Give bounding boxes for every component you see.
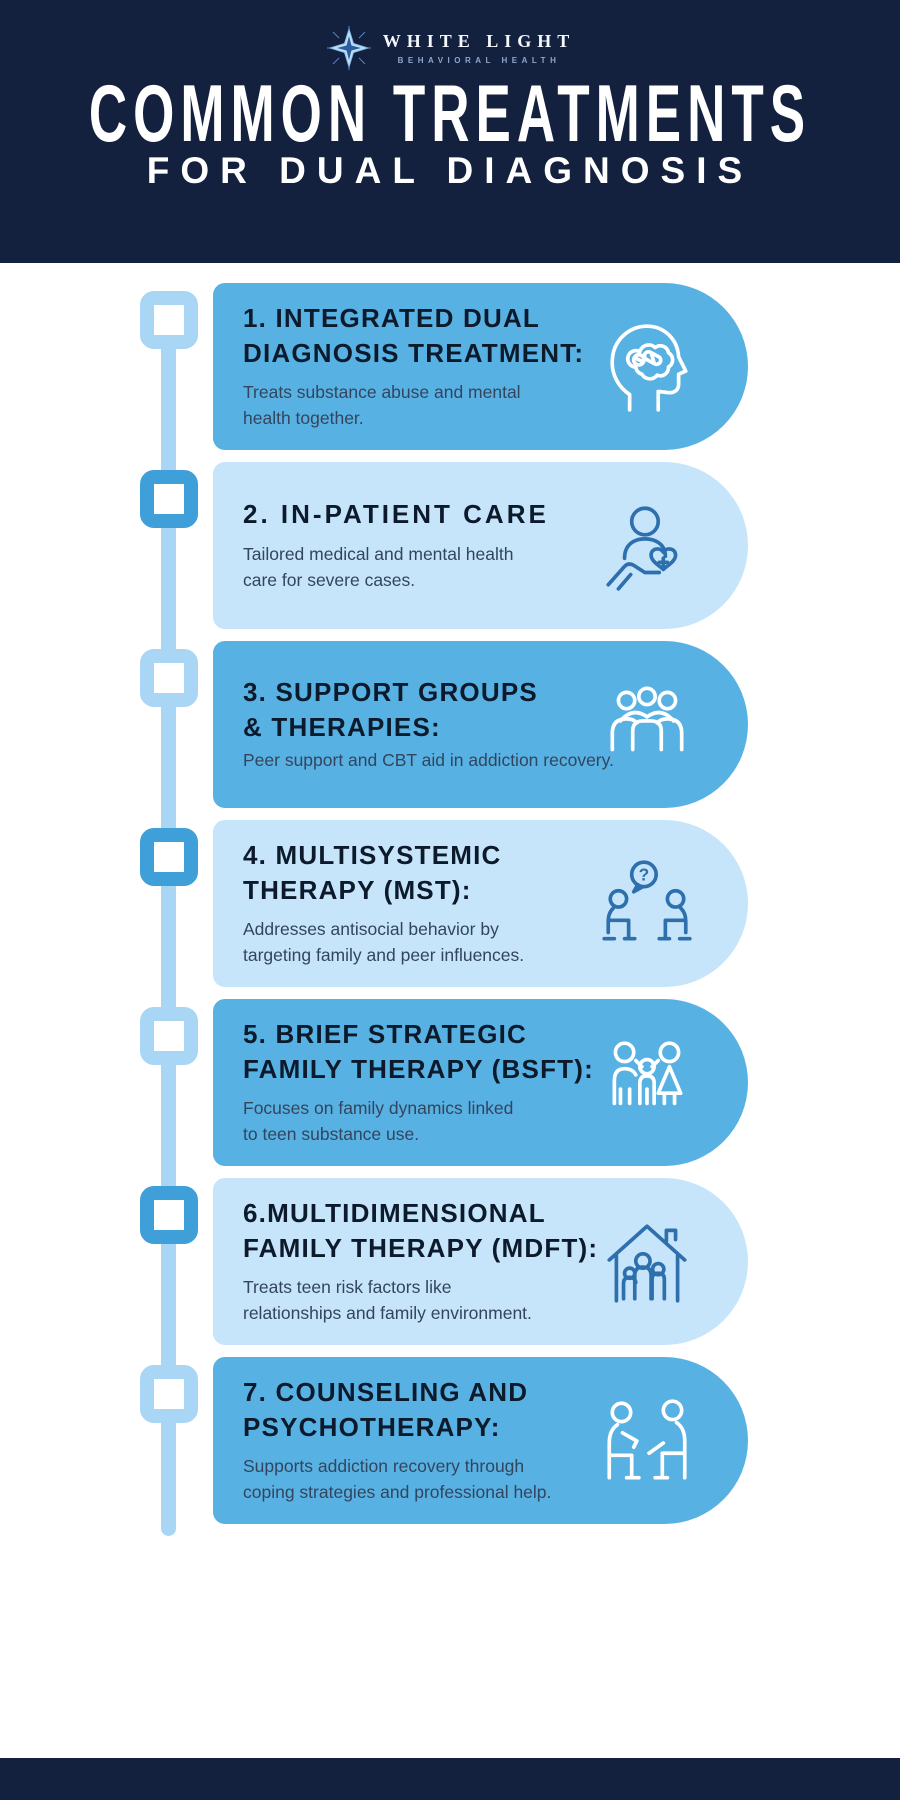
card-body: Supports addiction recovery through copi… xyxy=(243,1455,552,1502)
card-heading: 5. BRIEF STRATEGIC FAMILY THERAPY (BSFT)… xyxy=(243,1019,594,1084)
card-body: Peer support and CBT aid in addiction re… xyxy=(243,749,614,770)
support-group-icon xyxy=(596,674,698,776)
treatment-card-3: 3. SUPPORT GROUPS & THERAPIES: Peer supp… xyxy=(213,641,748,808)
treatment-row-1: 1. INTEGRATED DUAL DIAGNOSIS TREATMENT: … xyxy=(0,283,900,450)
treatments-list: 1. INTEGRATED DUAL DIAGNOSIS TREATMENT: … xyxy=(0,283,900,1536)
treatment-card-7: 7. COUNSELING AND PSYCHOTHERAPY: Support… xyxy=(213,1357,748,1524)
head-brain-pills-icon xyxy=(596,316,698,418)
card-heading: 1. INTEGRATED DUAL DIAGNOSIS TREATMENT: xyxy=(243,303,585,368)
timeline-marker-3 xyxy=(140,649,198,707)
family-icon xyxy=(596,1032,698,1134)
card-heading: 3. SUPPORT GROUPS & THERAPIES: xyxy=(243,677,538,742)
timeline-marker-7 xyxy=(140,1365,198,1423)
treatment-card-1: 1. INTEGRATED DUAL DIAGNOSIS TREATMENT: … xyxy=(213,283,748,450)
treatment-card-5: 5. BRIEF STRATEGIC FAMILY THERAPY (BSFT)… xyxy=(213,999,748,1166)
card-heading: 4. MULTISYSTEMIC THERAPY (MST): xyxy=(243,840,502,905)
card-heading: 7. COUNSELING AND PSYCHOTHERAPY: xyxy=(243,1377,529,1442)
card-body: Treats teen risk factors like relationsh… xyxy=(243,1276,532,1323)
treatment-row-4: 4. MULTISYSTEMIC THERAPY (MST): Addresse… xyxy=(0,820,900,987)
footer-bar xyxy=(0,1758,900,1800)
card-body: Focuses on family dynamics linked to tee… xyxy=(243,1097,514,1144)
card-heading: 2. IN-PATIENT CARE xyxy=(243,499,549,530)
timeline-marker-4 xyxy=(140,828,198,886)
page-title: COMMON TREATMENTS xyxy=(88,69,812,159)
svg-text:?: ? xyxy=(639,864,650,884)
timeline-marker-1 xyxy=(140,291,198,349)
page-subtitle: FOR DUAL DIAGNOSIS xyxy=(146,150,754,191)
treatment-card-6: 6.MULTIDIMENSIONAL FAMILY THERAPY (MDFT)… xyxy=(213,1178,748,1345)
timeline-marker-6 xyxy=(140,1186,198,1244)
card-body: Tailored medical and mental health care … xyxy=(243,543,514,590)
treatment-row-7: 7. COUNSELING AND PSYCHOTHERAPY: Support… xyxy=(0,1357,900,1524)
card-body: Treats substance abuse and mental health… xyxy=(243,381,521,428)
brand-tagline: BEHAVIORAL HEALTH xyxy=(397,56,561,65)
brand-text: WHITE LIGHT BEHAVIORAL HEALTH xyxy=(383,31,576,65)
therapy-session-icon: ? xyxy=(596,853,698,955)
treatment-row-6: 6.MULTIDIMENSIONAL FAMILY THERAPY (MDFT)… xyxy=(0,1178,900,1345)
treatment-row-3: 3. SUPPORT GROUPS & THERAPIES: Peer supp… xyxy=(0,641,900,808)
treatment-row-2: 2. IN-PATIENT CARE Tailored medical and … xyxy=(0,462,900,629)
starburst-icon xyxy=(325,24,373,72)
brand-logo: WHITE LIGHT BEHAVIORAL HEALTH xyxy=(0,24,900,72)
card-body: Addresses antisocial behavior by targeti… xyxy=(243,918,525,965)
timeline-marker-5 xyxy=(140,1007,198,1065)
patient-care-icon xyxy=(596,495,698,597)
header-banner: WHITE LIGHT BEHAVIORAL HEALTH COMMON TRE… xyxy=(0,0,900,263)
counseling-icon xyxy=(596,1390,698,1492)
house-family-icon xyxy=(596,1211,698,1313)
treatment-card-4: 4. MULTISYSTEMIC THERAPY (MST): Addresse… xyxy=(213,820,748,987)
treatment-card-2: 2. IN-PATIENT CARE Tailored medical and … xyxy=(213,462,748,629)
timeline-marker-2 xyxy=(140,470,198,528)
treatment-row-5: 5. BRIEF STRATEGIC FAMILY THERAPY (BSFT)… xyxy=(0,999,900,1166)
brand-name: WHITE LIGHT xyxy=(382,31,576,51)
card-heading: 6.MULTIDIMENSIONAL FAMILY THERAPY (MDFT)… xyxy=(243,1198,599,1263)
